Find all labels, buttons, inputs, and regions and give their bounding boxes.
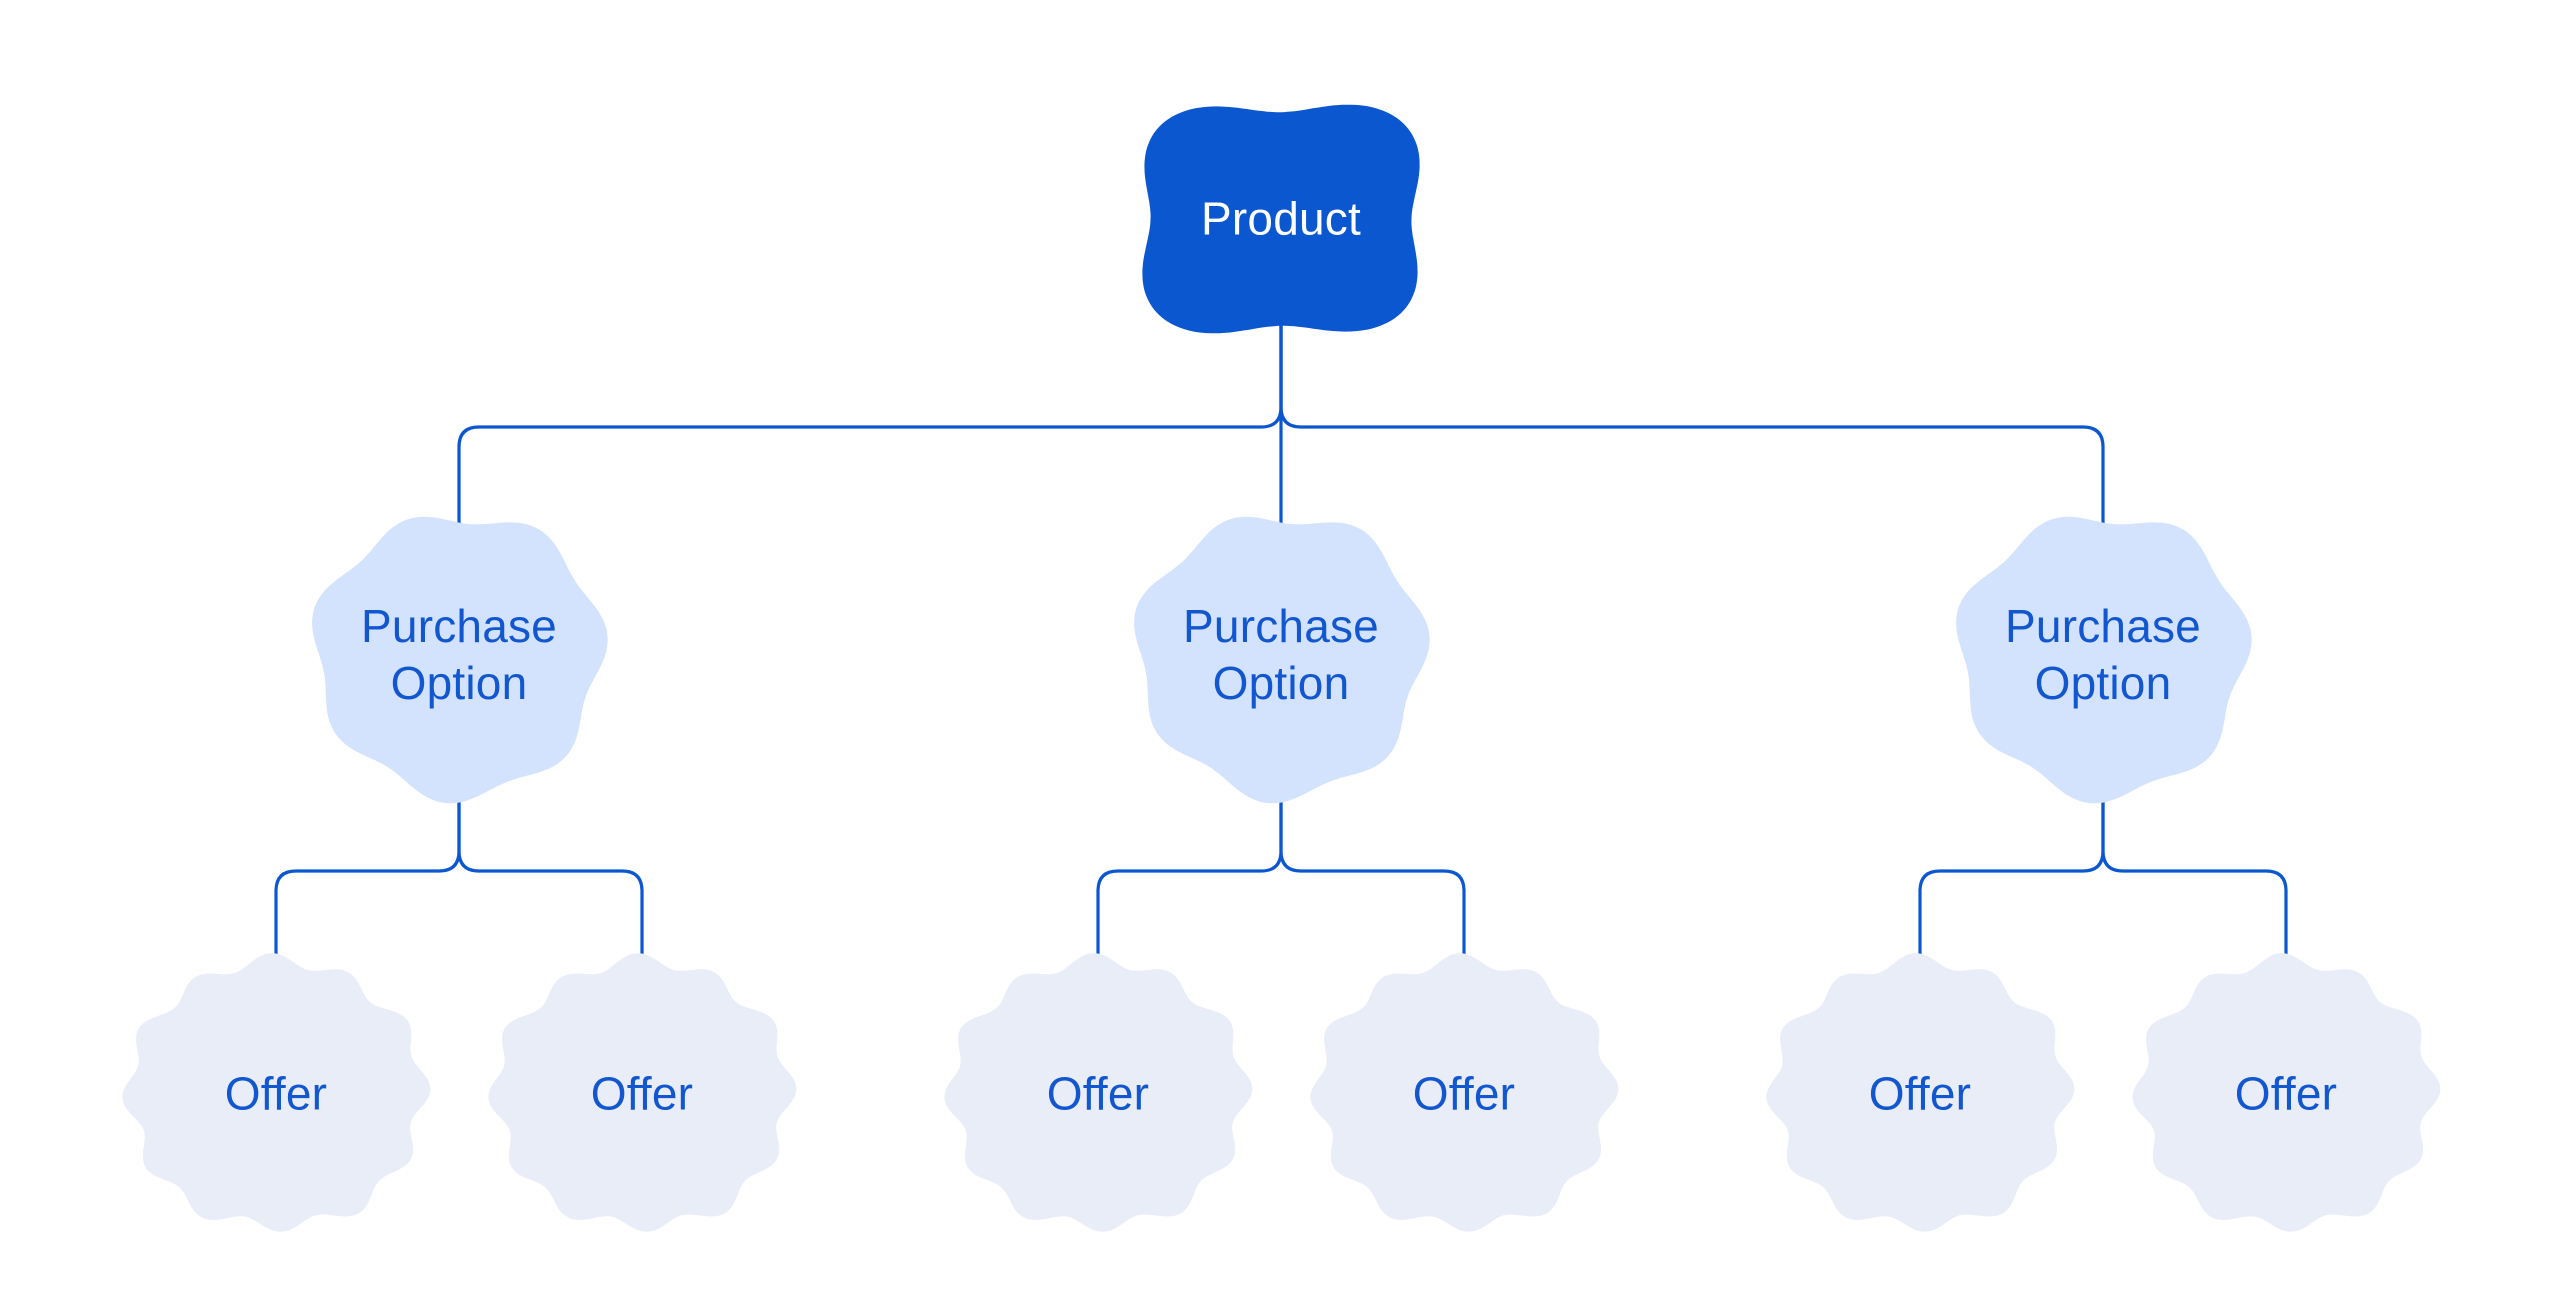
purchase-option-3-node-shape	[1956, 516, 2252, 804]
offer-3-node-shape	[944, 953, 1253, 1232]
offer-6-node-shape	[2132, 953, 2441, 1232]
connector-option-3-to-offer-5	[1918, 778, 2105, 972]
offer-3-label: Offer	[1046, 1067, 1150, 1120]
connector-product-to-option-1	[457, 318, 1283, 528]
offer-2-label: Offer	[590, 1067, 694, 1120]
product-node-label: Product	[1201, 192, 1361, 245]
purchase-option-2-node-shape	[1134, 516, 1430, 804]
connector-product-to-option-3	[1279, 318, 2105, 528]
offer-4-node-shape	[1310, 953, 1619, 1232]
purchase-option-1-node-shape	[312, 516, 608, 804]
offer-1-node-shape	[122, 953, 431, 1232]
connector-option-3-to-offer-6	[2101, 778, 2288, 972]
offer-5-label: Offer	[1868, 1067, 1972, 1120]
product-node-shape	[1142, 104, 1420, 334]
offer-2-node-shape	[488, 953, 797, 1232]
purchase-option-3-label: Purchase Option	[2005, 600, 2201, 709]
purchase-option-1-label: Purchase Option	[361, 600, 557, 709]
connector-option-1-to-offer-2	[457, 778, 644, 972]
purchase-option-2-label: Purchase Option	[1183, 600, 1379, 709]
offer-6-label: Offer	[2234, 1067, 2338, 1120]
connector-lines	[274, 318, 2288, 972]
offer-4-label: Offer	[1412, 1067, 1516, 1120]
connector-option-2-to-offer-4	[1279, 778, 1466, 972]
offer-1-label: Offer	[224, 1067, 328, 1120]
node-shapes	[122, 104, 2441, 1232]
offer-5-node-shape	[1766, 953, 2075, 1232]
connector-option-2-to-offer-3	[1096, 778, 1283, 972]
connector-option-1-to-offer-1	[274, 778, 461, 972]
